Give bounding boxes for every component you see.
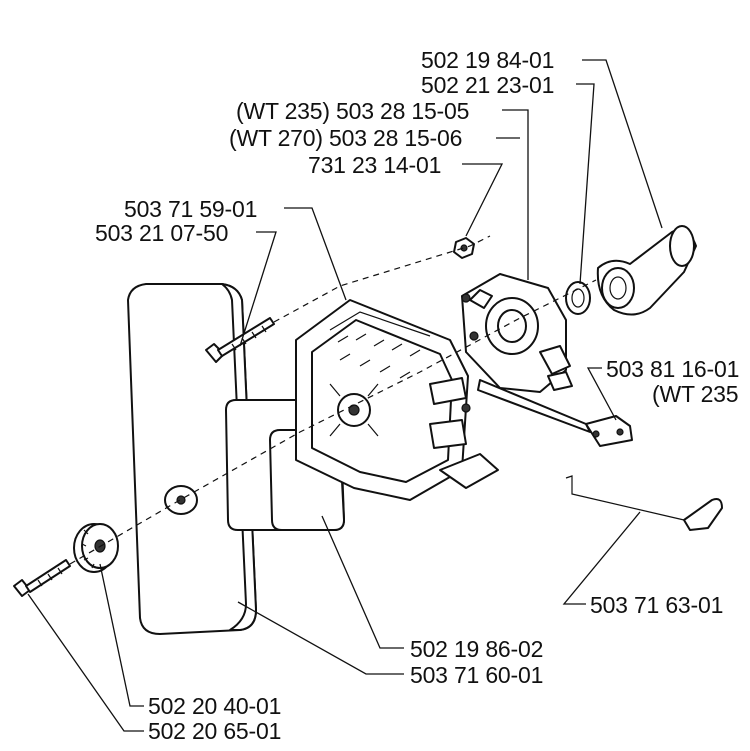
label-carb-wt235: (WT 235) 503 28 15-05 xyxy=(236,98,470,124)
air-filter-cover xyxy=(127,283,257,635)
throttle-rod xyxy=(565,475,723,531)
nut xyxy=(453,237,475,259)
label-screw-long: 503 21 07-50 xyxy=(95,220,229,246)
label-knob: 502 20 40-01 xyxy=(148,693,282,719)
filter-holder xyxy=(295,299,499,501)
leader-lines xyxy=(27,59,663,732)
label-filter-element: 502 19 86-02 xyxy=(410,636,544,662)
carburetor xyxy=(461,273,573,393)
long-screw xyxy=(205,317,275,363)
throttle-link xyxy=(477,379,633,447)
screw-axis xyxy=(273,235,491,323)
assembly-axis xyxy=(69,279,597,565)
label-carb-gasket-b: 502 21 23-01 xyxy=(421,72,555,98)
intake-adapter xyxy=(596,225,697,316)
label-throttle-link-b: (WT 235 xyxy=(652,381,739,407)
label-carb-wt270: (WT 270) 503 28 15-06 xyxy=(229,125,463,151)
label-screw-short: 502 20 65-01 xyxy=(148,718,282,744)
label-filter-cover: 503 71 60-01 xyxy=(410,662,544,688)
label-rod: 503 71 63-01 xyxy=(590,592,724,618)
label-throttle-link-a: 503 81 16-01 xyxy=(606,356,740,382)
label-nut: 731 23 14-01 xyxy=(308,152,442,178)
label-filter-holder: 503 71 59-01 xyxy=(124,196,258,222)
label-carb-gasket-a: 502 19 84-01 xyxy=(421,47,555,73)
gasket-ring xyxy=(565,281,591,315)
filter-knob xyxy=(73,523,119,573)
short-screw xyxy=(13,559,71,597)
